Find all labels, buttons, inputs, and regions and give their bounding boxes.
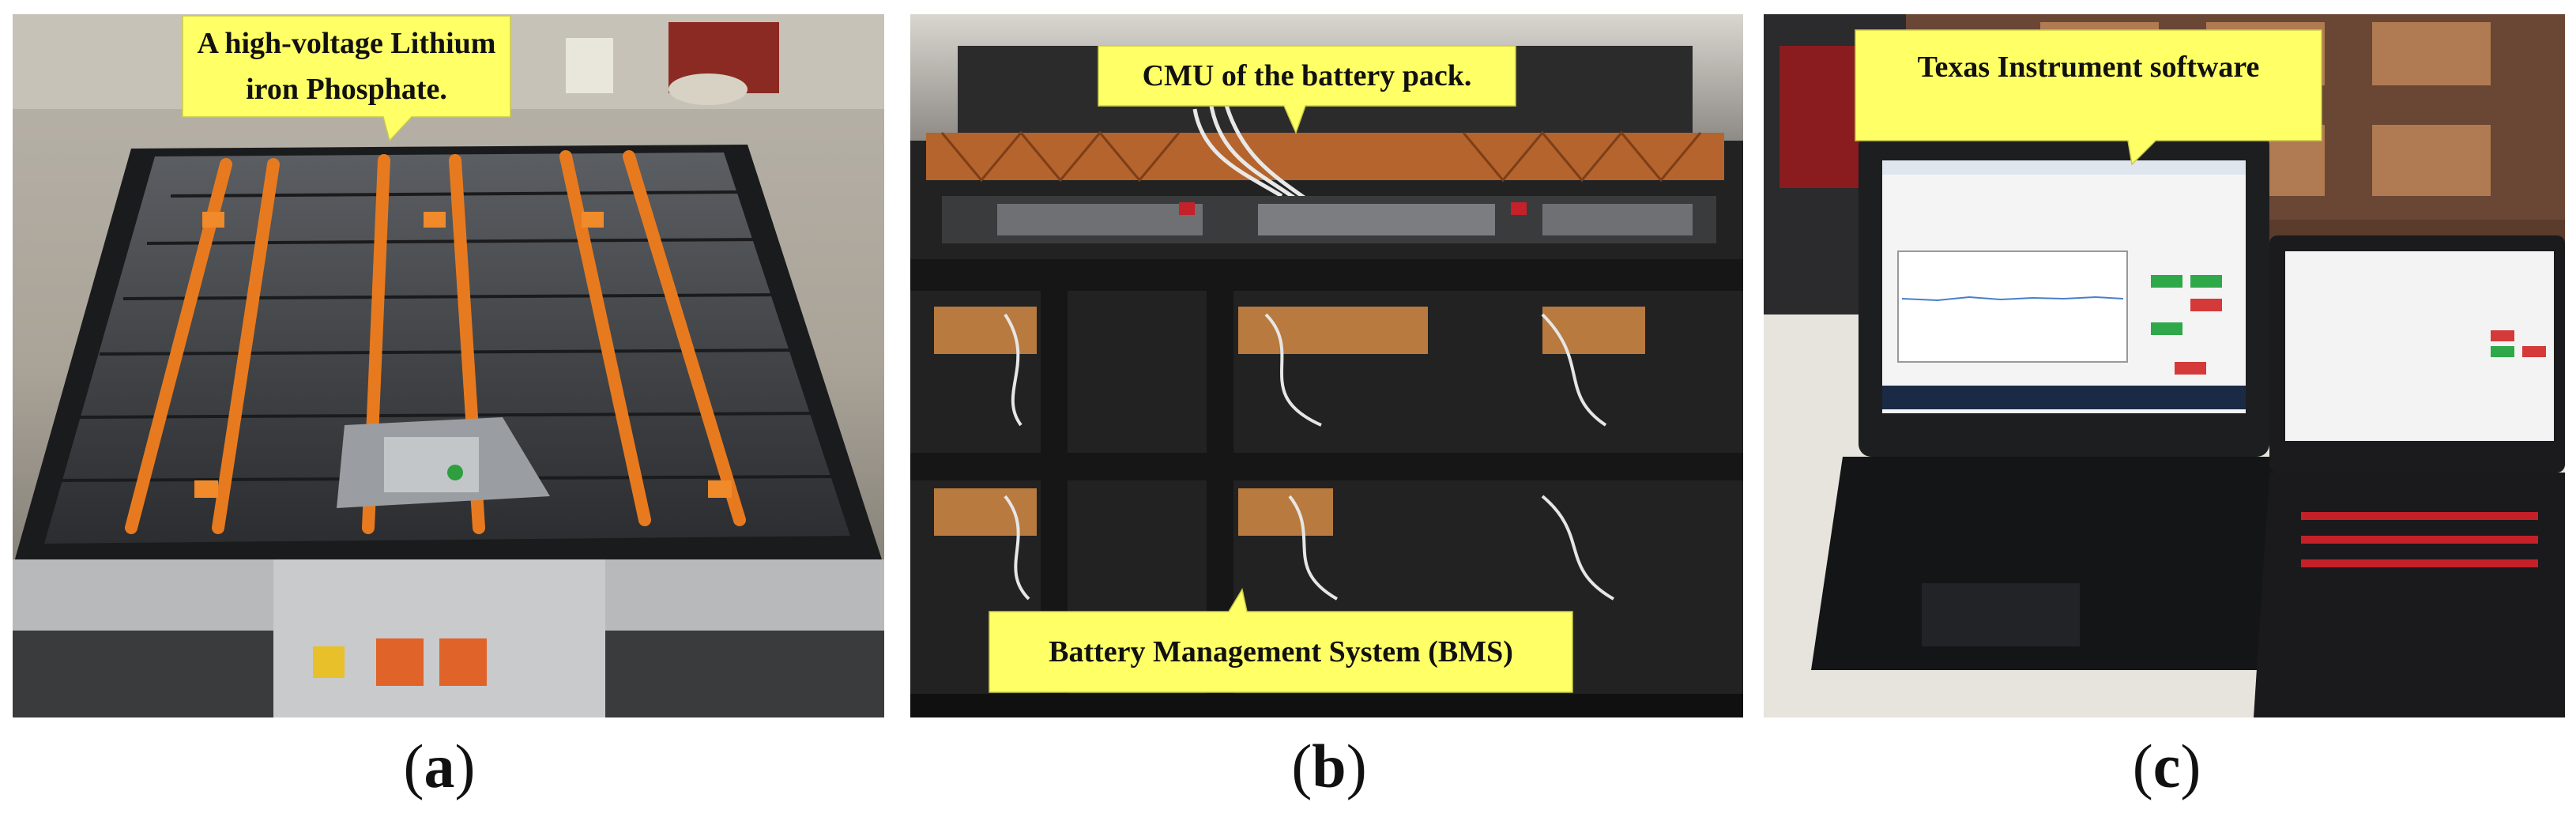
caption-letter: c: [2152, 732, 2181, 800]
photo-panel-b: CMU of the battery pack. Battery Managem…: [910, 14, 1743, 717]
caption-letter: a: [424, 732, 455, 800]
callout-text: Texas Instrument software: [1917, 51, 2260, 84]
callout-text: A high-voltage Lithium iron Phosphate.: [197, 27, 496, 106]
callout-text: CMU of the battery pack.: [1142, 59, 1472, 92]
callout-shape: [1098, 45, 1516, 135]
software-callout: Texas Instrument software: [1855, 29, 2322, 166]
cmu-callout: CMU of the battery pack.: [1098, 45, 1516, 141]
battery-type-callout: A high-voltage Lithium iron Phosphate.: [182, 15, 511, 142]
panel-a-caption: (a): [337, 731, 542, 802]
caption-letter: b: [1312, 732, 1346, 800]
caption-close: ): [454, 732, 476, 800]
panel-b-caption: (b): [1226, 731, 1432, 802]
caption-close: ): [1346, 732, 1367, 800]
bms-callout: Battery Management System (BMS): [989, 587, 1573, 693]
caption-open: (: [2132, 732, 2153, 800]
caption-open: (: [1291, 732, 1312, 800]
callout-shape: [1855, 29, 2322, 166]
callout-shape: [182, 15, 511, 142]
callout-text: Battery Management System (BMS): [1049, 635, 1513, 668]
battery-pack-photo: [13, 14, 884, 717]
caption-open: (: [403, 732, 424, 800]
photo-panel-c: Texas Instrument software: [1764, 14, 2565, 717]
callout-shape: [989, 587, 1573, 693]
caption-close: ): [2180, 732, 2201, 800]
panel-c-caption: (c): [2064, 731, 2269, 802]
photo-panel-a: A high-voltage Lithium iron Phosphate.: [13, 14, 884, 717]
